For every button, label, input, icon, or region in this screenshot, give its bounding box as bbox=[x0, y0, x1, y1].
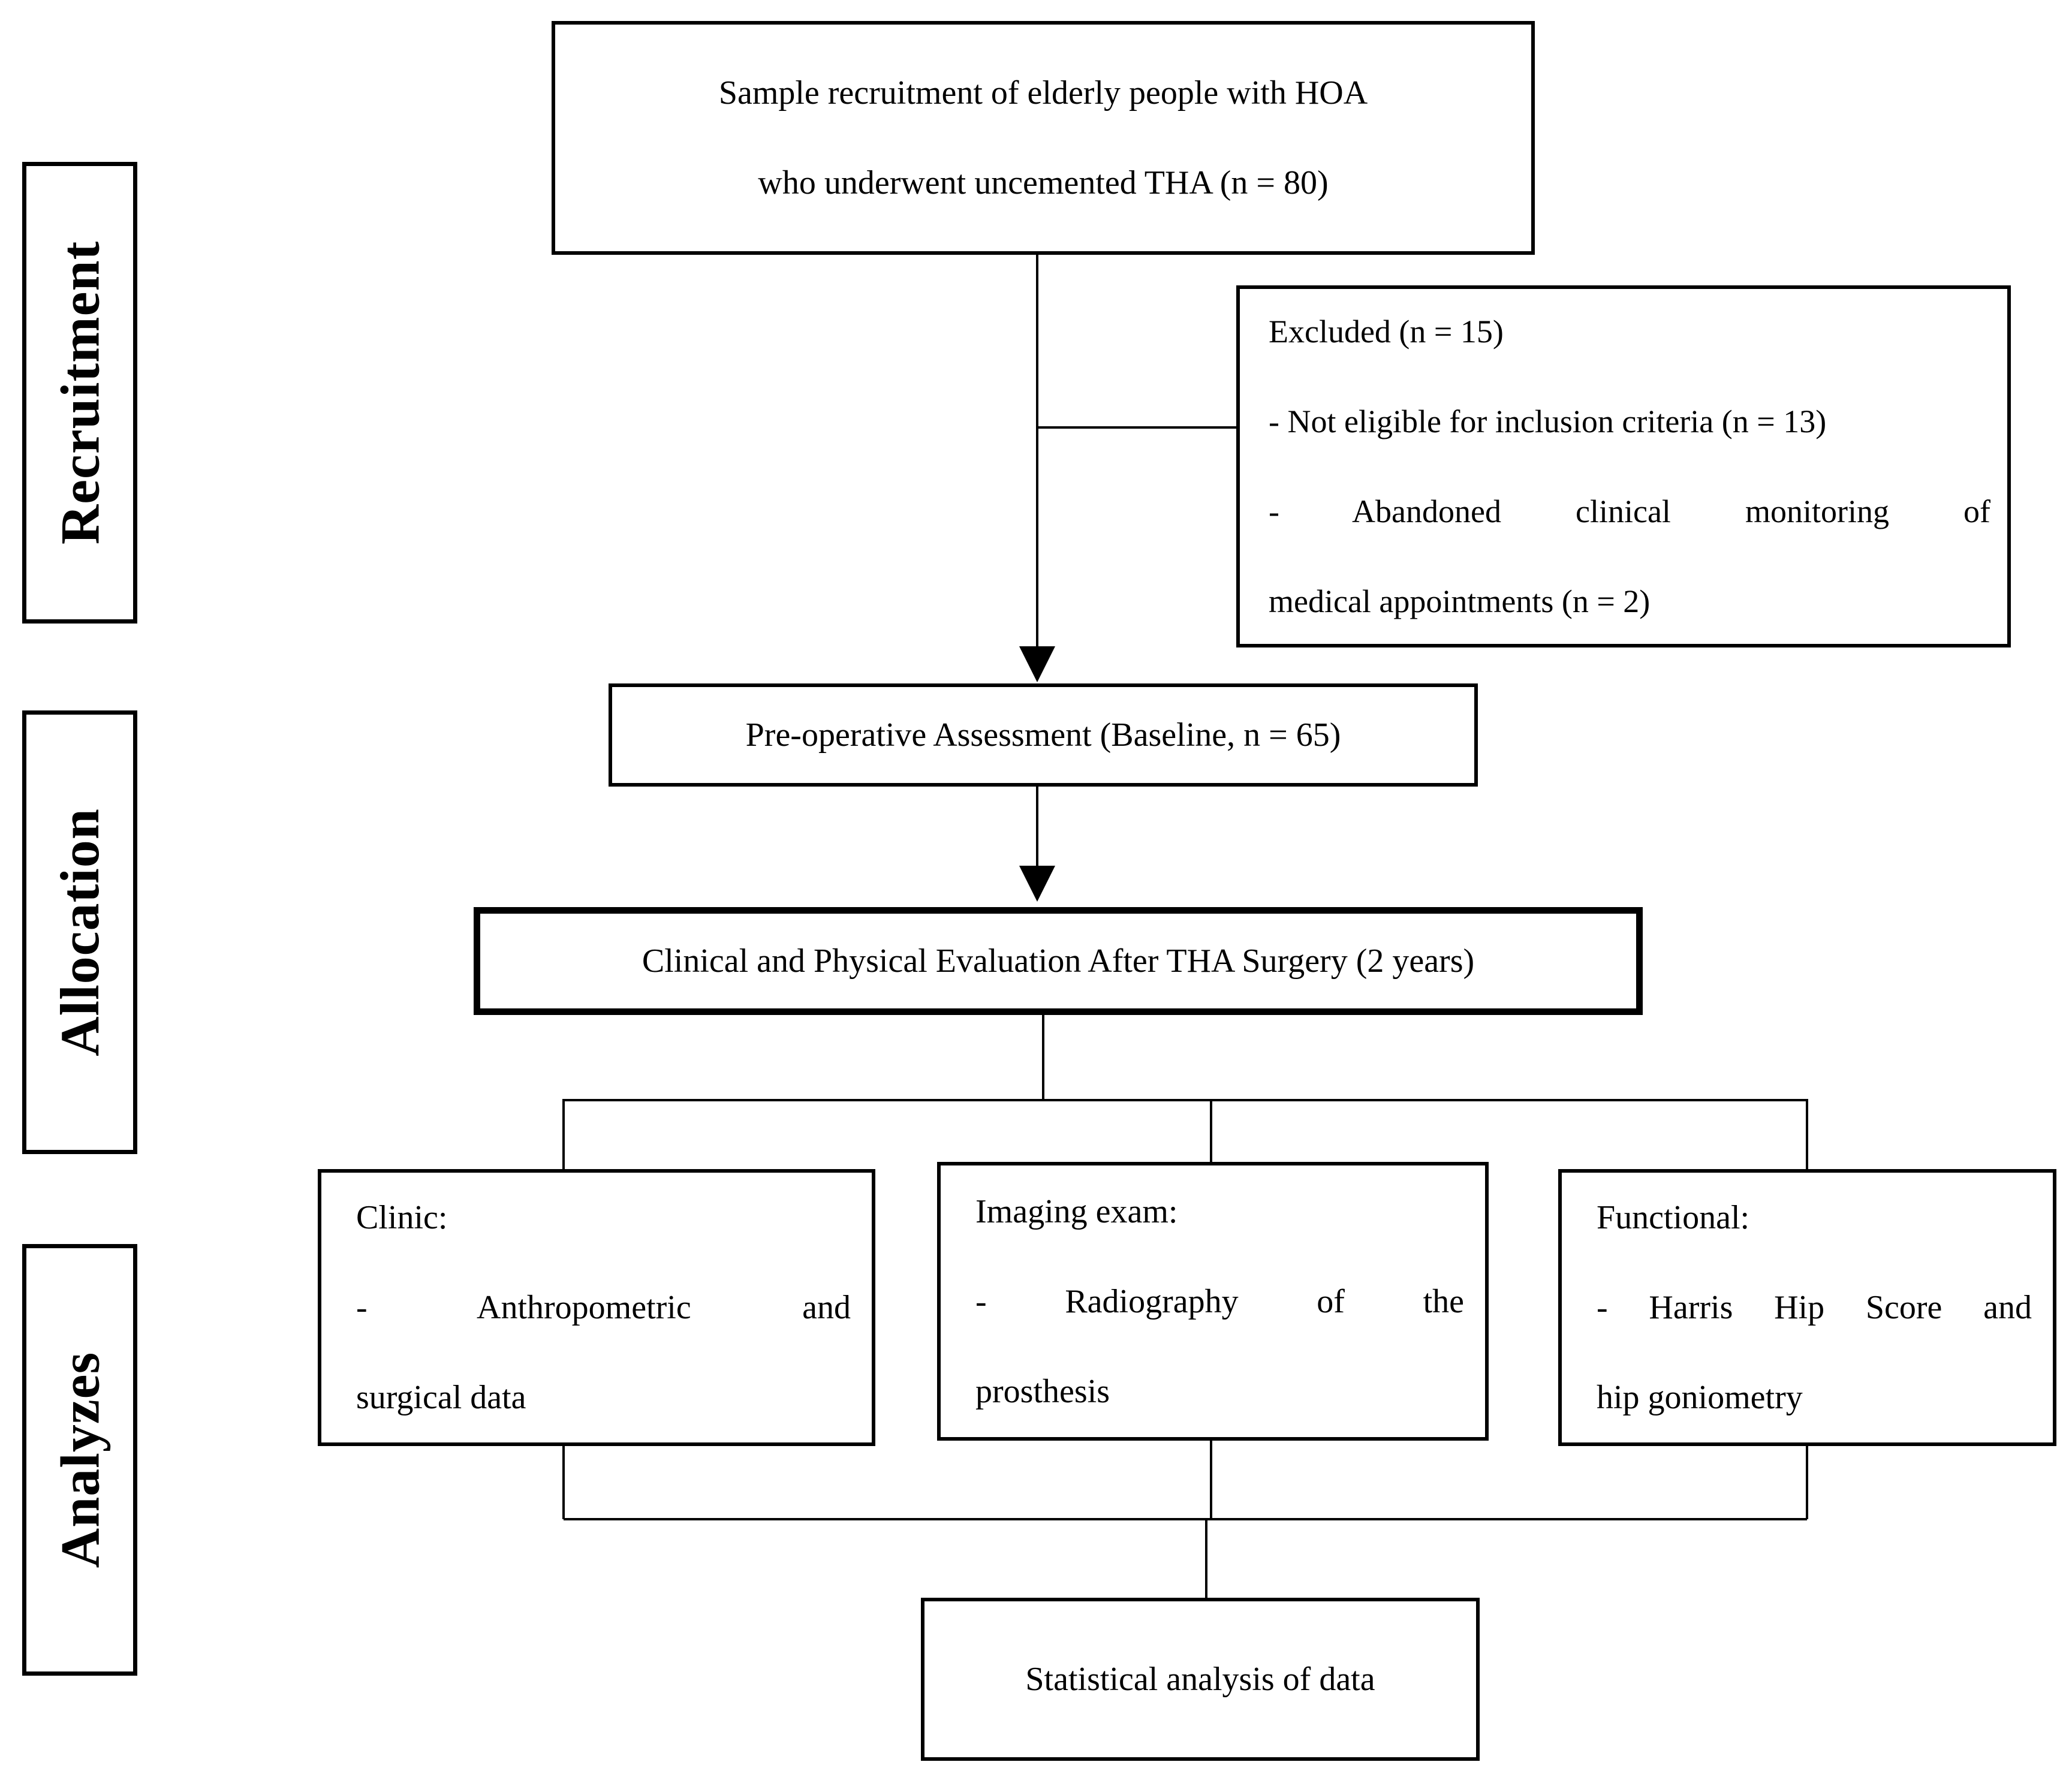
stage-label-analyzes: Analyzes bbox=[22, 1244, 137, 1676]
stage-label-allocation-text: Allocation bbox=[49, 808, 111, 1056]
box-preoperative-assessment: Pre-operative Assessment (Baseline, n = … bbox=[609, 683, 1478, 787]
excluded-reason-2b: medical appointments (n = 2) bbox=[1269, 583, 1651, 619]
box-excluded: Excluded (n = 15) - Not eligible for inc… bbox=[1236, 285, 2011, 647]
excluded-title: Excluded (n = 15) bbox=[1269, 314, 1504, 350]
functional-item-line-1: - Harris Hip Score and bbox=[1597, 1289, 2032, 1326]
preoperative-assessment-text: Pre-operative Assessment (Baseline, n = … bbox=[745, 716, 1341, 754]
box-clinic-analysis: Clinic: - Anthropometric and surgical da… bbox=[318, 1169, 875, 1446]
box-imaging-exam-analysis: Imaging exam: - Radiography of the prost… bbox=[937, 1162, 1489, 1441]
sample-recruitment-line-2: who underwent uncemented THA (n = 80) bbox=[758, 164, 1329, 201]
arrowhead-eval bbox=[1019, 866, 1055, 902]
stage-label-analyzes-text: Analyzes bbox=[49, 1351, 111, 1568]
clinical-physical-evaluation-text: Clinical and Physical Evaluation After T… bbox=[642, 942, 1475, 980]
stage-label-recruitment-text: Recruitment bbox=[49, 240, 111, 545]
box-functional-analysis: Functional: - Harris Hip Score and hip g… bbox=[1558, 1169, 2056, 1446]
stage-label-recruitment: Recruitment bbox=[22, 162, 137, 624]
imaging-item-line-2: prosthesis bbox=[975, 1372, 1110, 1410]
box-statistical-analysis: Statistical analysis of data bbox=[921, 1598, 1480, 1761]
stage-label-allocation: Allocation bbox=[22, 710, 137, 1154]
statistical-analysis-text: Statistical analysis of data bbox=[1025, 1661, 1375, 1698]
excluded-reason-2a: - Abandoned clinical monitoring of bbox=[1269, 493, 1990, 529]
functional-title: Functional: bbox=[1597, 1199, 1750, 1236]
clinic-item-line-1: - Anthropometric and bbox=[356, 1289, 851, 1326]
excluded-reason-1: - Not eligible for inclusion criteria (n… bbox=[1269, 403, 1827, 439]
sample-recruitment-line-1: Sample recruitment of elderly people wit… bbox=[718, 74, 1368, 112]
clinic-title: Clinic: bbox=[356, 1199, 448, 1236]
box-clinical-physical-evaluation: Clinical and Physical Evaluation After T… bbox=[474, 907, 1643, 1015]
imaging-item-line-1: - Radiography of the bbox=[975, 1282, 1464, 1320]
functional-item-line-2: hip goniometry bbox=[1597, 1379, 1803, 1416]
arrowhead-preop bbox=[1019, 646, 1055, 682]
clinic-item-line-2: surgical data bbox=[356, 1379, 526, 1416]
imaging-title: Imaging exam: bbox=[975, 1192, 1178, 1230]
box-sample-recruitment: Sample recruitment of elderly people wit… bbox=[552, 21, 1535, 255]
